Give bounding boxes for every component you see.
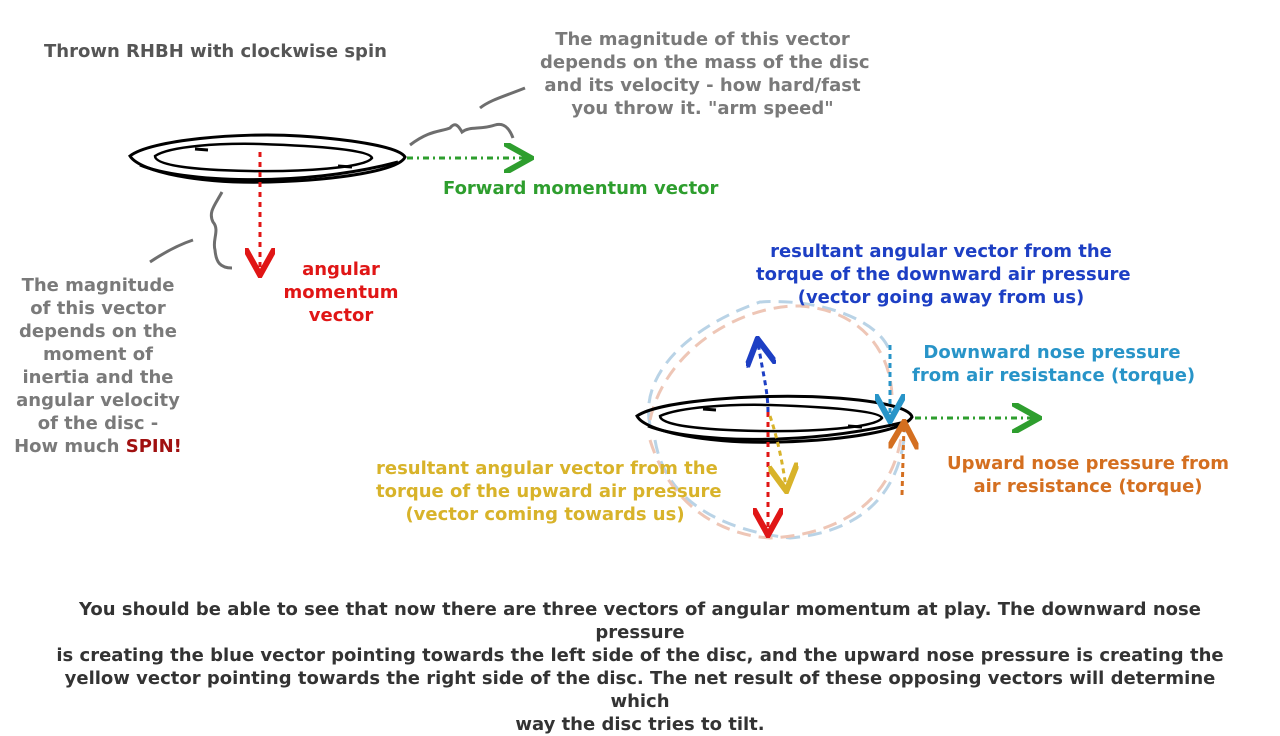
note-line: of the disc - (37, 413, 159, 434)
note-line: of this vector (30, 298, 166, 319)
diagram-title: Thrown RHBH with clockwise spin (44, 41, 387, 62)
note-line: The magnitude (21, 275, 175, 296)
summary-line: way the disc tries to tilt. (515, 714, 765, 735)
label-line: angular (302, 259, 380, 280)
angular-magnitude-note: The magnitude of this vector depends on … (10, 274, 186, 458)
label-line: Downward nose pressure (923, 342, 1181, 363)
pointer-scribble-forward (409, 86, 526, 147)
spin-emphasis: SPIN! (125, 436, 182, 457)
summary-line: You should be able to see that now there… (79, 599, 1201, 643)
label-line: (vector going away from us) (797, 287, 1085, 308)
note-line: angular velocity (16, 390, 180, 411)
note-line: moment of (43, 344, 153, 365)
resultant-upward-label: resultant angular vector from the torque… (376, 457, 722, 526)
summary-line: yellow vector pointing towards the right… (64, 668, 1216, 712)
label-line: momentum (283, 282, 399, 303)
note-line: you throw it. "arm speed" (571, 98, 834, 119)
label-line: torque of the upward air pressure (376, 481, 722, 502)
forward-vector-label: Forward momentum vector (443, 178, 719, 199)
label-line: vector (308, 305, 374, 326)
note-line: inertia and the (22, 367, 174, 388)
note-line: depends on the mass of the disc (540, 52, 870, 73)
label-line: from air resistance (torque) (912, 365, 1196, 386)
pointer-scribble-angular (149, 191, 233, 270)
upward-nose-vector (902, 425, 904, 496)
disc-top (128, 133, 407, 184)
resultant-downward-vector (758, 342, 768, 413)
summary-paragraph: You should be able to see that now there… (40, 598, 1240, 736)
label-line: resultant angular vector from the (376, 458, 718, 479)
upward-nose-label: Upward nose pressure from air resistance… (944, 452, 1232, 498)
label-line: torque of the downward air pressure (756, 264, 1131, 285)
label-line: air resistance (torque) (973, 476, 1203, 497)
note-line: and its velocity - how hard/fast (544, 75, 861, 96)
resultant-downward-label: resultant angular vector from the torque… (756, 240, 1131, 309)
note-line: depends on the (19, 321, 177, 342)
note-line: The magnitude of this vector (555, 29, 850, 50)
downward-nose-label: Downward nose pressure from air resistan… (912, 341, 1196, 387)
diagram-canvas (128, 86, 1280, 540)
resultant-upward-vector (770, 415, 786, 488)
label-line: (vector coming towards us) (405, 504, 685, 525)
forward-magnitude-note: The magnitude of this vector depends on … (540, 28, 870, 120)
label-line: resultant angular vector from the (770, 241, 1112, 262)
angular-vector-label: angular momentum vector (280, 258, 402, 327)
note-prefix: How much (14, 436, 126, 457)
label-line: Upward nose pressure from (946, 453, 1230, 474)
note-line: How much SPIN! (10, 435, 186, 458)
summary-line: is creating the blue vector pointing tow… (56, 645, 1224, 666)
